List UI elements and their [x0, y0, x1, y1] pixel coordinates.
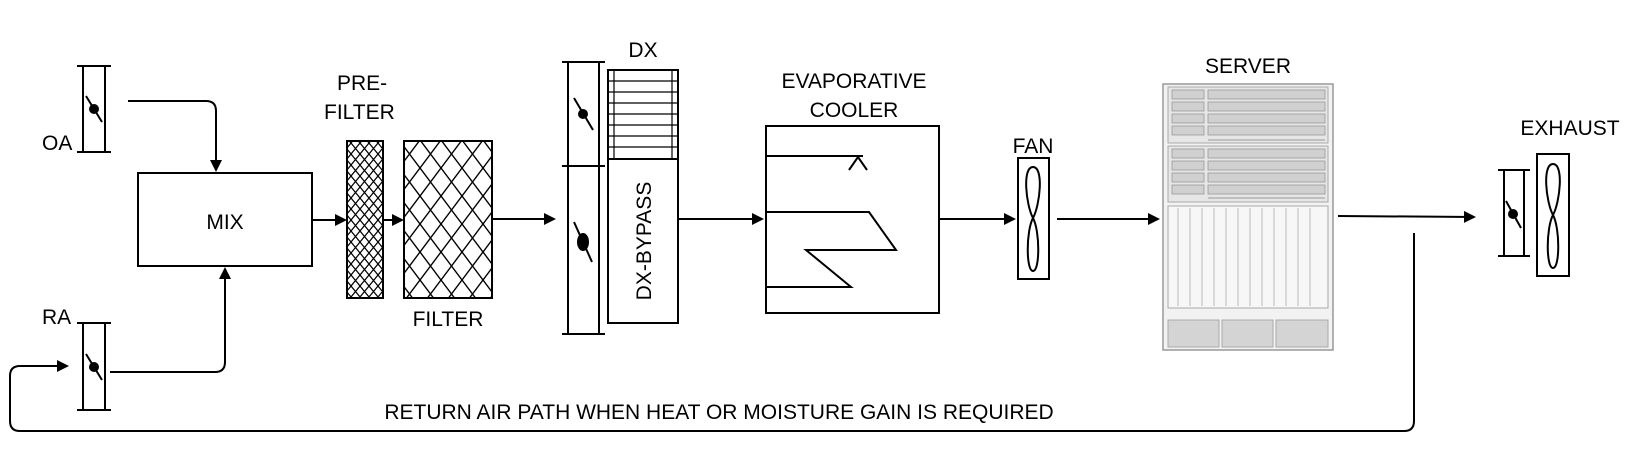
ra-label: RA — [42, 306, 71, 329]
fan — [1017, 157, 1050, 280]
evaporative-cooler-label-line1: EVAPORATIVE — [781, 70, 926, 93]
return-air-path — [9, 233, 1415, 432]
pre-filter-label-line1: PRE- — [337, 72, 387, 95]
evaporative-cooler-label-line2: COOLER — [810, 99, 899, 122]
mix-box — [137, 172, 313, 267]
dx-bypass-box — [607, 158, 679, 324]
oa-label: OA — [42, 132, 72, 155]
oa-damper — [77, 65, 111, 153]
ra-damper — [77, 322, 111, 411]
exhaust-label: EXHAUST — [1520, 117, 1619, 140]
return-air-path-label: RETURN AIR PATH WHEN HEAT OR MOISTURE GA… — [384, 401, 1053, 424]
dx-bypass-label: DX-BYPASS — [633, 182, 656, 301]
filter-label: FILTER — [413, 308, 484, 331]
dx-damper — [562, 61, 605, 167]
evaporative-cooler — [765, 125, 940, 314]
exhaust-damper — [1498, 169, 1530, 257]
fan-label: FAN — [1013, 135, 1054, 158]
mix-label: MIX — [206, 211, 243, 234]
oa-to-mix-arrow — [128, 100, 222, 172]
exhaust-fan — [1536, 153, 1570, 277]
pre-filter-label-line2: FILTER — [324, 101, 395, 124]
server-label: SERVER — [1205, 55, 1291, 78]
dx-label: DX — [628, 39, 657, 62]
dx-coil — [607, 69, 679, 160]
ra-to-mix-arrow — [110, 267, 231, 373]
filter — [403, 140, 493, 299]
server-to-exhaust-arrow — [1337, 210, 1476, 223]
server-rack — [1162, 83, 1334, 351]
pre-filter — [346, 140, 384, 299]
bypass-damper — [562, 165, 605, 335]
